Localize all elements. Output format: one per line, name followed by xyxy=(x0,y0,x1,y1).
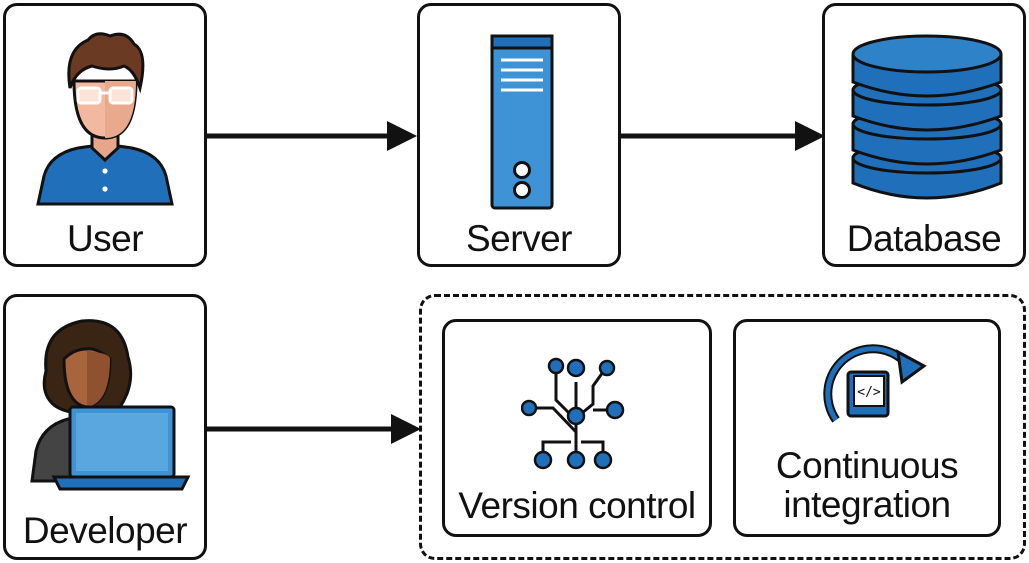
svg-text:</>: </> xyxy=(857,385,881,400)
user-label: User xyxy=(66,218,144,259)
database-icon xyxy=(851,34,1003,200)
server-icon xyxy=(490,34,554,210)
arrow-server-to-database xyxy=(621,121,825,151)
version-control-label: Version control xyxy=(458,485,696,526)
arrow-user-to-server xyxy=(207,121,417,151)
developer-laptop-icon xyxy=(30,319,191,491)
server-label: Server xyxy=(466,218,572,259)
version-control-node: Version control xyxy=(442,319,712,537)
server-node: Server xyxy=(417,3,621,267)
arrow-developer-to-tooling xyxy=(207,414,421,444)
user-node: User xyxy=(3,3,207,267)
branching-tree-icon xyxy=(521,357,625,470)
developer-node: Developer xyxy=(3,294,207,560)
database-node: Database xyxy=(822,3,1026,267)
continuous-integration-label-2: integration xyxy=(783,484,951,525)
tooling-group xyxy=(419,294,1026,560)
continuous-integration-label-1: Continuous xyxy=(775,445,959,486)
database-label: Database xyxy=(846,218,1002,259)
developer-label: Developer xyxy=(22,510,188,551)
code-cycle-icon: </> xyxy=(823,344,927,423)
user-icon xyxy=(36,32,174,206)
continuous-integration-node: </> Continuous integration xyxy=(733,319,1001,537)
